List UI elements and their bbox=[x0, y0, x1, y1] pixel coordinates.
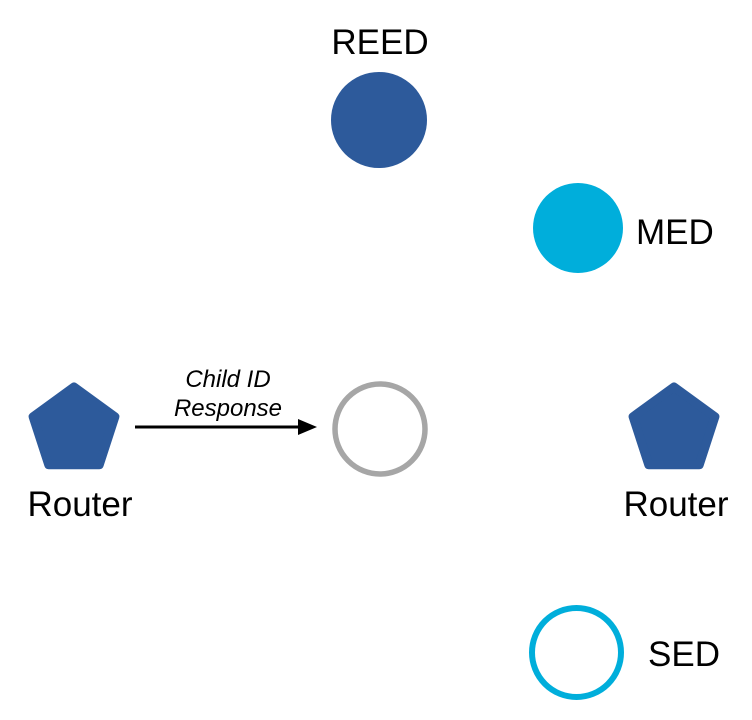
router-left-pentagon-icon bbox=[28, 382, 120, 470]
router-right-pentagon-icon bbox=[628, 382, 720, 470]
med-node-label: MED bbox=[636, 213, 714, 252]
sed-node-label: SED bbox=[648, 635, 720, 674]
sed-node-icon bbox=[529, 605, 624, 700]
edge-label-line1: Child ID bbox=[185, 366, 271, 393]
child-joining-node-icon bbox=[332, 381, 428, 477]
router-left-node-label: Router bbox=[27, 485, 133, 524]
edge-label: Child ID Response bbox=[174, 365, 282, 423]
edge-arrow-head bbox=[298, 419, 317, 435]
edge-arrow-icon bbox=[135, 419, 317, 435]
router-left-node-icon bbox=[28, 382, 120, 470]
reed-filled-circle-icon bbox=[331, 72, 427, 168]
router-right-node-label: Router bbox=[623, 485, 729, 524]
edge-label-line2: Response bbox=[173, 395, 283, 422]
sed-outline-circle-icon bbox=[529, 605, 624, 700]
child-joining-outline-circle-icon bbox=[332, 381, 428, 477]
router-right-node-icon bbox=[628, 382, 720, 470]
med-node-icon bbox=[533, 183, 623, 273]
med-filled-circle-icon bbox=[533, 183, 623, 273]
reed-node-icon bbox=[331, 72, 427, 168]
reed-node-label: REED bbox=[331, 23, 429, 62]
